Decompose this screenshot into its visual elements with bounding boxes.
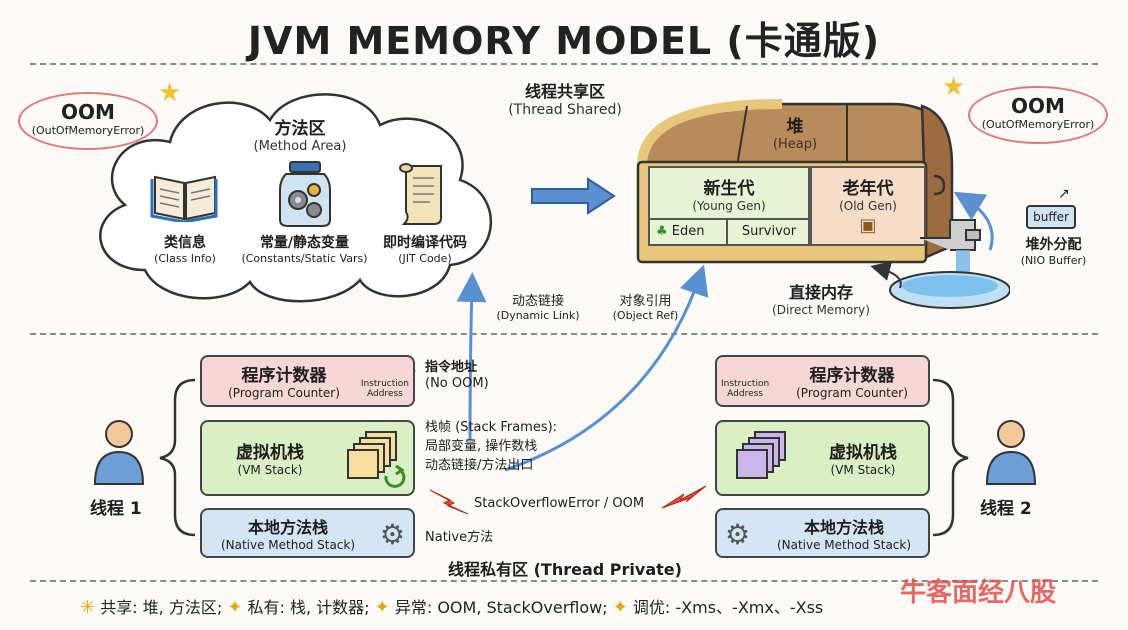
young-gen-subrow: ♣ Eden Survivor [650,218,808,246]
offheap-label: 堆外分配 (NIO Buffer) [1020,237,1087,267]
thread2-native-method-stack: ⚙ 本地方法栈 (Native Method Stack) [715,508,930,558]
thread-1-label: 线程 1 [90,499,142,519]
stack-frames-note: 栈帧 (Stack Frames): 局部变量, 操作数栈 动态链接/方法出口 [425,420,558,473]
footer-summary: ✳ 共享: 堆, 方法区; ✦ 私有: 栈, 计数器; ✦ 异常: OOM, S… [80,597,824,618]
thread2-vm-stack: 虚拟机栈 (VM Stack) [715,420,930,496]
shared-arrow-icon [531,177,616,215]
user-icon [93,420,145,485]
thread2-program-counter: Instruction Address 程序计数器 (Program Count… [715,355,930,407]
jit-code-label: 即时编译代码 (JIT Code) [383,235,467,265]
treasure-box-icon: ▣ [859,215,877,236]
oom-badge-left: OOM (OutOfMemoryError) [18,92,158,150]
error-note: StackOverflowError / OOM [474,496,645,511]
thread1-native-method-stack: 本地方法栈 (Native Method Stack) ⚙ [200,508,415,558]
pc-note: 指令地址 (No OOM) [425,360,489,391]
sparkle-icon: ✦ [612,597,628,618]
scroll-icon [399,163,442,225]
old-gen-box: 老年代 (Old Gen) ▣ [810,166,926,246]
sprout-icon: ♣ [656,224,668,239]
faucet-pool-icon [889,219,1010,309]
sparkle-icon: ✦ [374,597,390,618]
stack-frames-icon [347,431,406,488]
arrow-up-right-icon: ↗ [1058,186,1070,202]
heap-title: 堆 (Heap) [772,117,818,152]
jar-gears-icon [279,161,331,227]
method-area-title: 方法区 (Method Area) [253,119,347,154]
gear-icon: ⚙ [725,518,751,551]
thread1-program-counter: 程序计数器 (Program Counter) Instruction Addr… [200,355,415,407]
watermark: 牛客面经八股 [900,578,1057,608]
buffer-tag: buffer [1026,205,1076,229]
eden-cell: ♣ Eden [650,220,728,246]
sparkle-icon: ✳ [80,597,96,618]
book-icon [150,175,218,222]
gear-icon: ⚙ [379,518,405,551]
star-icon: ★ [158,78,182,108]
star-icon: ★ [942,72,966,102]
private-area-label: 线程私有区 (Thread Private) [448,560,682,579]
shared-area-label: 线程共享区 (Thread Shared) [508,82,622,118]
instruction-address-tag: Instruction Address [721,379,770,399]
thread1-vm-stack: 虚拟机栈 (VM Stack) [200,420,415,496]
instruction-address-tag: Instruction Address [360,379,409,399]
object-ref-label: 对象引用 (Object Ref) [612,294,679,322]
class-info-label: 类信息 (Class Info) [154,235,216,265]
direct-memory-label: 直接内存 (Direct Memory) [772,283,870,317]
dynamic-link-label: 动态链接 (Dynamic Link) [496,294,580,322]
middle-divider [30,333,1098,335]
top-divider [30,63,1098,65]
oom-badge-right: OOM (OutOfMemoryError) [968,86,1108,144]
native-note: Native方法 [425,530,494,545]
stack-frames-icon [736,431,786,479]
thread-2-label: 线程 2 [980,499,1032,519]
sparkle-icon: ✦ [227,597,243,618]
survivor-cell: Survivor [741,224,797,239]
young-gen-box: 新生代 (Young Gen) ♣ Eden Survivor [648,166,810,246]
constants-label: 常量/静态变量 (Constants/Static Vars) [241,235,368,265]
bottom-divider [30,580,1098,582]
page-title: JVM MEMORY MODEL (卡通版) [247,19,881,63]
user-icon [985,420,1037,485]
